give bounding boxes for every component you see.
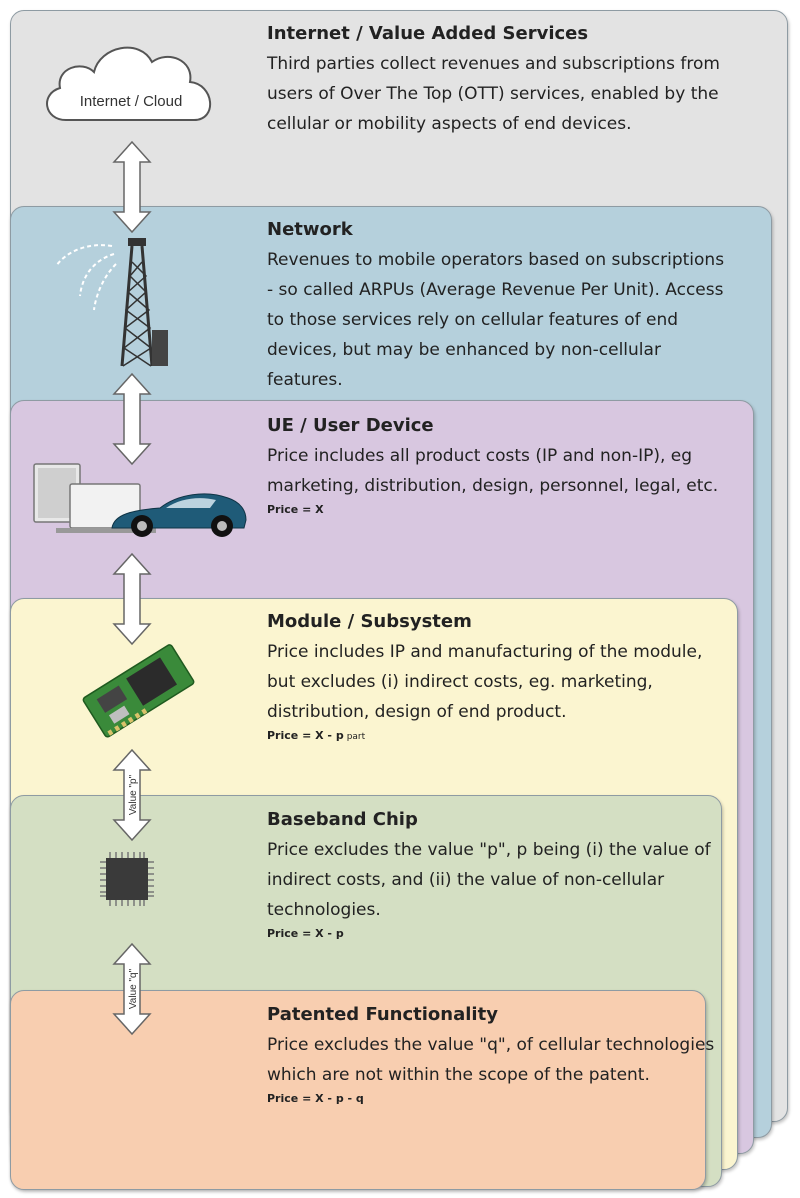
baseband-description: Price excludes the value "p", p being (i…	[267, 840, 711, 920]
patent-description: Price excludes the value "q", of cellula…	[267, 1035, 715, 1085]
network-description: Revenues to mobile operators based on su…	[267, 250, 725, 390]
module-board-icon	[82, 644, 195, 738]
double-arrow-icon	[112, 552, 152, 646]
network-text: Network Revenues to mobile operators bas…	[267, 218, 727, 395]
internet-text: Internet / Value Added Services Third pa…	[267, 22, 727, 139]
devices-and-car-icon	[33, 463, 247, 537]
module-description: Price includes IP and manufacturing of t…	[267, 642, 703, 722]
module-price-formula: Price = X - p	[267, 729, 344, 742]
module-price-suffix: part	[346, 732, 366, 742]
internet-title: Internet / Value Added Services	[267, 23, 589, 44]
double-arrow-icon	[112, 372, 152, 466]
cloud-icon: Internet / Cloud	[46, 46, 211, 121]
chip-icon	[100, 852, 154, 906]
network-title: Network	[267, 219, 353, 240]
patent-text: Patented Functionality Price excludes th…	[267, 1003, 727, 1105]
internet-description: Third parties collect revenues and subsc…	[267, 54, 720, 134]
ue-description: Price includes all product costs (IP and…	[267, 446, 719, 496]
baseband-price: Price = X - p	[267, 927, 344, 940]
value-p-arrow-icon: Value "p"	[112, 748, 152, 842]
baseband-text: Baseband Chip Price excludes the value "…	[267, 808, 727, 940]
patent-price: Price = X - p - q	[267, 1092, 364, 1105]
double-arrow-icon	[112, 140, 152, 234]
ue-price: Price = X	[267, 503, 324, 516]
baseband-title: Baseband Chip	[267, 809, 418, 830]
patent-title: Patented Functionality	[267, 1004, 498, 1025]
module-text: Module / Subsystem Price includes IP and…	[267, 610, 727, 742]
module-title: Module / Subsystem	[267, 611, 472, 632]
value-p-label: Value "p"	[128, 774, 139, 815]
cloud-label: Internet / Cloud	[80, 93, 183, 110]
cell-tower-icon	[55, 238, 168, 367]
ue-text: UE / User Device Price includes all prod…	[267, 414, 727, 516]
value-q-arrow-icon: Value "q"	[112, 942, 152, 1036]
ue-title: UE / User Device	[267, 415, 434, 436]
value-q-label: Value "q"	[128, 968, 139, 1009]
